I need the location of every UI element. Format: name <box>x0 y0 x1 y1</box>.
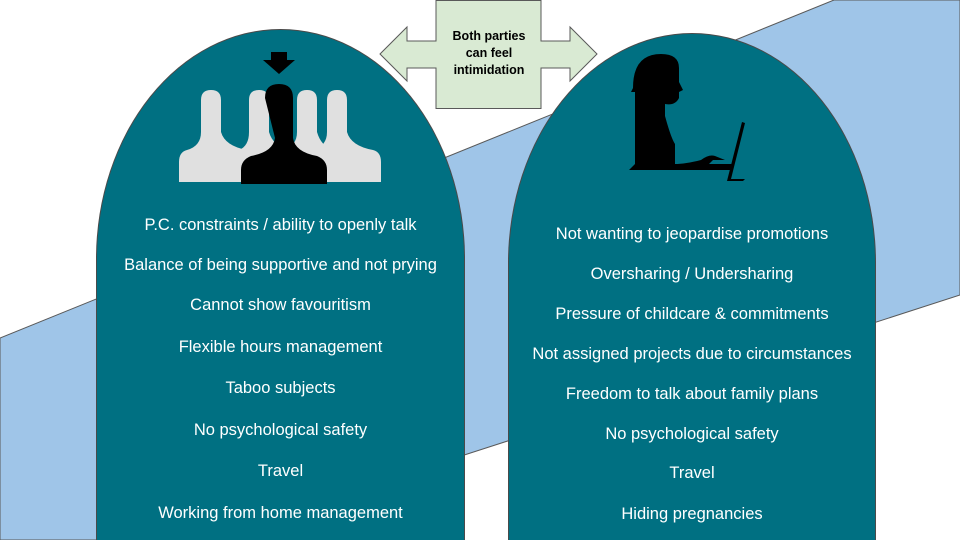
woman-at-laptop-icon <box>629 54 745 181</box>
employee-panel: Not wanting to jeopardise promotions Ove… <box>508 33 876 540</box>
list-item: Travel <box>257 462 304 480</box>
callout-line: intimidation <box>453 63 525 77</box>
list-item: Cannot show favouritism <box>190 296 371 314</box>
callout-text: Both parties can feel intimidation <box>436 28 542 79</box>
list-item: Working from home management <box>158 504 403 522</box>
list-item: No psychological safety <box>193 421 368 439</box>
list-item: Not assigned projects due to circumstanc… <box>532 345 852 363</box>
list-item: Oversharing / Undersharing <box>590 265 794 283</box>
list-item: Pressure of childcare & commitments <box>555 305 829 323</box>
callout-line: Both parties <box>452 29 526 43</box>
double-arrow-callout <box>379 0 598 109</box>
list-item: Freedom to talk about family plans <box>565 385 819 403</box>
list-item: Balance of being supportive and not pryi… <box>124 256 437 274</box>
list-item: Flexible hours management <box>178 338 383 356</box>
list-item: Taboo subjects <box>225 379 336 397</box>
list-item: Hiding pregnancies <box>621 505 763 523</box>
callout-line: can feel <box>465 46 513 60</box>
manager-among-team-icon <box>179 52 381 184</box>
list-item: Not wanting to jeopardise promotions <box>555 225 829 243</box>
list-item: P.C. constraints / ability to openly tal… <box>144 216 417 234</box>
list-item: Travel <box>669 464 715 482</box>
list-item: No psychological safety <box>605 425 779 443</box>
employer-panel: P.C. constraints / ability to openly tal… <box>96 29 465 540</box>
